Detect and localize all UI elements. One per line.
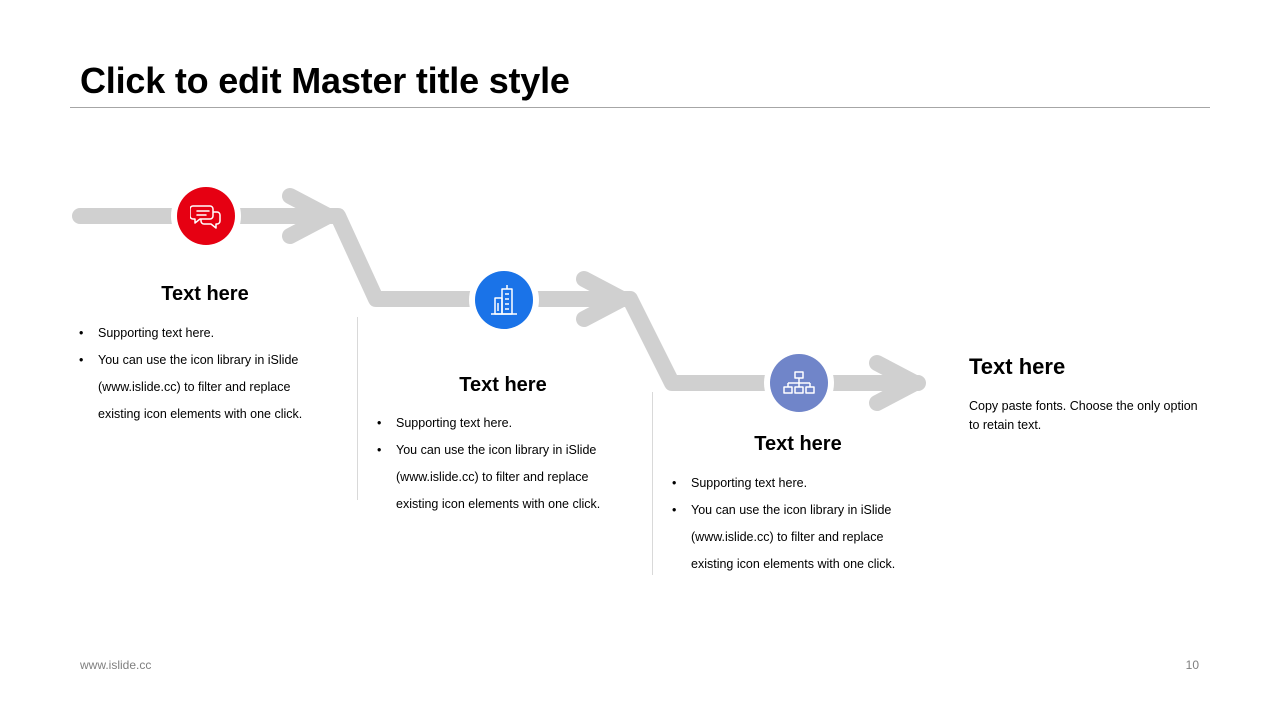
final-text: Copy paste fonts. Choose the only option… [969,399,1198,432]
list-item: Supporting text here. [78,320,328,347]
step-1-heading: Text here [161,283,249,305]
slide-title: Click to edit Master title style [80,60,570,101]
column-divider-2 [652,392,653,575]
step-1-bullet-list: Supporting text here. You can use the ic… [78,320,328,428]
page-number: 10 [1185,658,1199,672]
list-item: You can use the icon library in iSlide (… [671,497,921,578]
title-divider [70,107,1210,108]
footer-url: www.islide.cc [80,658,152,672]
final-heading: Text here [969,354,1066,379]
list-item: Supporting text here. [671,470,921,497]
buildings-icon [491,285,517,315]
list-item: You can use the icon library in iSlide (… [78,347,328,428]
step-3-bullet-list: Supporting text here. You can use the ic… [671,470,921,578]
step-3-heading: Text here [754,433,842,455]
step-2-heading: Text here [459,374,547,396]
step-2-bullet-list: Supporting text here. You can use the ic… [376,410,626,518]
chat-bubbles-icon [190,205,221,229]
org-chart-icon [783,371,815,394]
step-3-icon-circle [770,354,828,412]
list-item: Supporting text here. [376,410,626,437]
column-divider-1 [357,317,358,500]
step-1-icon-circle [177,187,235,245]
list-item: You can use the icon library in iSlide (… [376,437,626,518]
step-2-icon-circle [475,271,533,329]
